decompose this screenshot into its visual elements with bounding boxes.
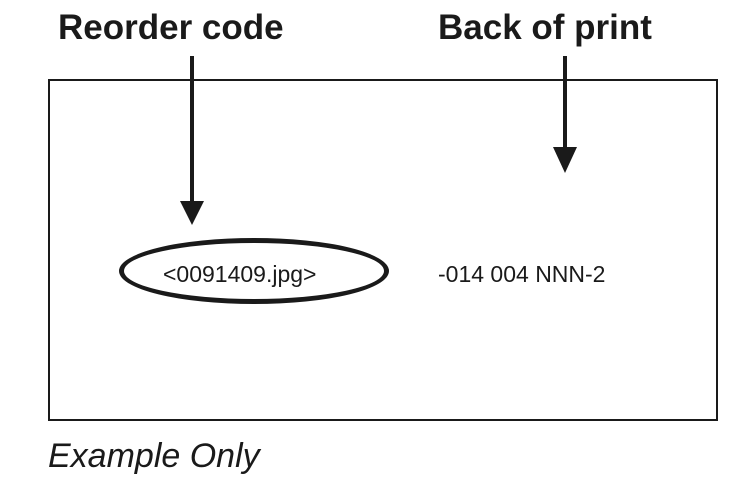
reorder-code-label: Reorder code	[58, 8, 284, 47]
reorder-code-highlight-oval	[119, 238, 389, 304]
reorder-code-arrow-head	[180, 201, 204, 225]
reorder-code-value: <0091409.jpg>	[163, 261, 317, 287]
print-identifier: -014 004 NNN-2	[438, 261, 606, 287]
back-of-print-label: Back of print	[438, 8, 652, 47]
example-only-caption: Example Only	[48, 437, 260, 475]
back-of-print-arrow	[553, 56, 577, 173]
reorder-code-arrow	[180, 56, 204, 225]
back-of-print-arrow-head	[553, 147, 577, 173]
